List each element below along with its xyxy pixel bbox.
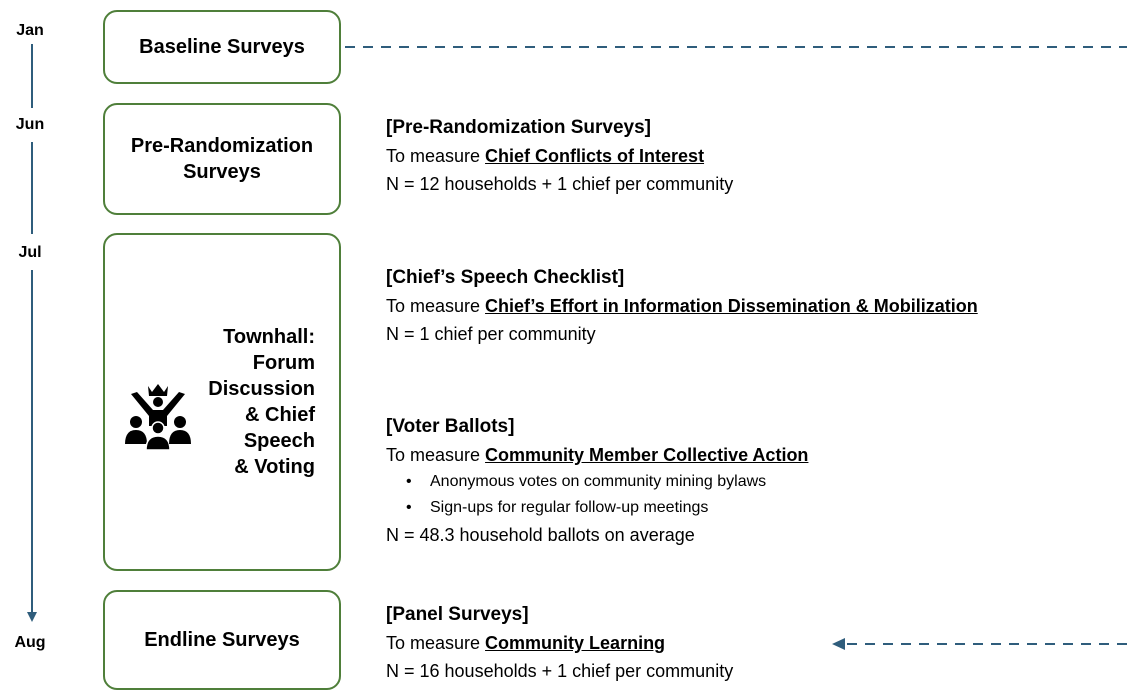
stage-pre-randomization-surveys: Pre-Randomization Surveys bbox=[103, 103, 341, 215]
month-label-jun: Jun bbox=[15, 116, 45, 133]
description-pre-randomization: [Pre-Randomization Surveys] To measure C… bbox=[386, 114, 733, 198]
measure-line: To measure Chief Conflicts of Interest bbox=[386, 142, 733, 170]
ballot-bullet-list: Anonymous votes on community mining byla… bbox=[386, 469, 808, 521]
measure-target: Chief’s Effort in Information Disseminat… bbox=[485, 296, 978, 316]
measure-target: Community Member Collective Action bbox=[485, 445, 809, 465]
townhall-crowd-icon bbox=[125, 384, 191, 450]
stage-townhall: Townhall: Forum Discussion & Chief Speec… bbox=[103, 233, 341, 571]
description-heading: [Voter Ballots] bbox=[386, 416, 515, 437]
stage-label: Baseline Surveys bbox=[139, 36, 305, 58]
description-heading: [Panel Surveys] bbox=[386, 604, 529, 625]
stage-label: Townhall: Forum Discussion & Chief Speec… bbox=[208, 326, 315, 478]
stage-label: Pre-Randomization Surveys bbox=[130, 135, 314, 183]
timeline-segment-jul-aug bbox=[31, 270, 33, 612]
stage-baseline-surveys: Baseline Surveys bbox=[103, 10, 341, 84]
description-voter-ballots: [Voter Ballots] To measure Community Mem… bbox=[386, 413, 808, 549]
description-speech-checklist: [Chief’s Speech Checklist] To measure Ch… bbox=[386, 264, 978, 348]
timeline-segment-jun-jul bbox=[31, 142, 33, 234]
month-label-jul: Jul bbox=[18, 244, 42, 261]
sample-size: N = 12 households + 1 chief per communit… bbox=[386, 174, 734, 194]
measure-line: To measure Chief’s Effort in Information… bbox=[386, 292, 978, 320]
measure-prefix: To measure bbox=[386, 633, 486, 653]
measure-prefix: To measure bbox=[386, 146, 486, 166]
measure-prefix: To measure bbox=[386, 296, 486, 316]
description-heading: [Chief’s Speech Checklist] bbox=[386, 267, 625, 288]
month-label-aug: Aug bbox=[14, 634, 46, 651]
measure-line: To measure Community Learning bbox=[386, 629, 733, 657]
measure-prefix: To measure bbox=[386, 445, 486, 465]
list-item: Anonymous votes on community mining byla… bbox=[406, 469, 808, 495]
sample-size: N = 48.3 household ballots on average bbox=[386, 525, 695, 545]
description-heading: [Pre-Randomization Surveys] bbox=[386, 117, 651, 138]
panel-arrowhead bbox=[832, 638, 845, 650]
sample-size: N = 1 chief per community bbox=[386, 324, 596, 344]
month-label-jan: Jan bbox=[16, 22, 44, 39]
list-item: Sign-ups for regular follow-up meetings bbox=[406, 495, 808, 521]
timeline-segment-jan-jun bbox=[31, 44, 33, 108]
measure-line: To measure Community Member Collective A… bbox=[386, 441, 808, 469]
measure-target: Chief Conflicts of Interest bbox=[485, 146, 705, 166]
sample-size: N = 16 households + 1 chief per communit… bbox=[386, 661, 734, 681]
description-panel-surveys: [Panel Surveys] To measure Community Lea… bbox=[386, 601, 733, 685]
stage-endline-surveys: Endline Surveys bbox=[103, 590, 341, 690]
measure-target: Community Learning bbox=[485, 633, 666, 653]
stage-label: Endline Surveys bbox=[144, 629, 300, 651]
timeline-arrowhead bbox=[27, 612, 37, 622]
